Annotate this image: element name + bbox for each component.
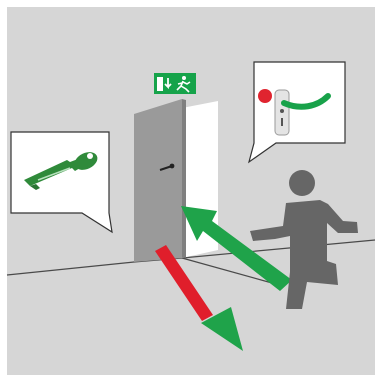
red-button (258, 89, 272, 103)
door-leaf-edge (182, 99, 186, 258)
emergency-exit-sign-icon (154, 73, 196, 94)
door-handle-knob (170, 164, 175, 169)
door-leaf (134, 99, 182, 262)
